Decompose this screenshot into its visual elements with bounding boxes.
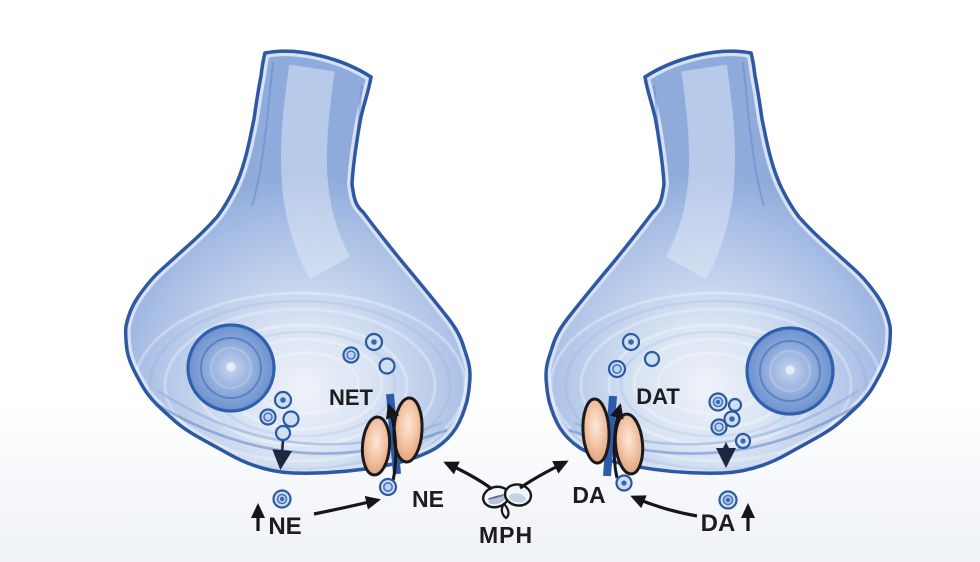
da-reuptake-arrow [610, 403, 624, 479]
arrows [251, 460, 755, 531]
da-extracellular-vesicles [615, 474, 738, 510]
vesicle [378, 357, 396, 375]
vesicle [274, 424, 292, 442]
mph-to-net-arrow [443, 461, 493, 491]
ne-presynaptic-terminal [123, 49, 472, 509]
net-label: NET [329, 385, 374, 410]
vesicle [643, 350, 661, 368]
ne-diffusion-arrow [313, 495, 381, 516]
ne-vesicles [259, 332, 396, 442]
net-protein-left [360, 415, 392, 477]
da-vesicle-pool [745, 326, 835, 416]
vesicle [282, 410, 300, 428]
ne-reuptake-arrow [385, 403, 400, 482]
da-diffusion-arrow [630, 495, 698, 518]
dat-protein-left [581, 397, 611, 465]
ne-synaptic-label: NE [412, 486, 444, 512]
pool-center-highlight [226, 362, 236, 372]
mph-pill-right [503, 483, 533, 507]
vesicle [727, 397, 743, 413]
mph-molecule [481, 483, 533, 520]
mph-to-dat-arrow [519, 460, 569, 490]
net-transporter [360, 393, 424, 482]
ne-vesicle-pool [186, 323, 276, 413]
mph-label: MPH [479, 522, 533, 548]
da-synaptic-label: DA [572, 482, 605, 508]
mph-droplet [500, 502, 510, 520]
ne-release-arrow [272, 440, 293, 470]
da-increased-label: DA [701, 510, 736, 537]
pool-center-highlight [785, 365, 795, 375]
ne-increased-label: NE [268, 513, 301, 540]
da-presynaptic-terminal [544, 49, 893, 510]
dat-transporter [581, 395, 645, 479]
dat-label: DAT [636, 384, 680, 409]
ne-extracellular-vesicles [272, 477, 398, 509]
da-vesicles [607, 332, 752, 450]
mph-pill-left [481, 485, 511, 509]
